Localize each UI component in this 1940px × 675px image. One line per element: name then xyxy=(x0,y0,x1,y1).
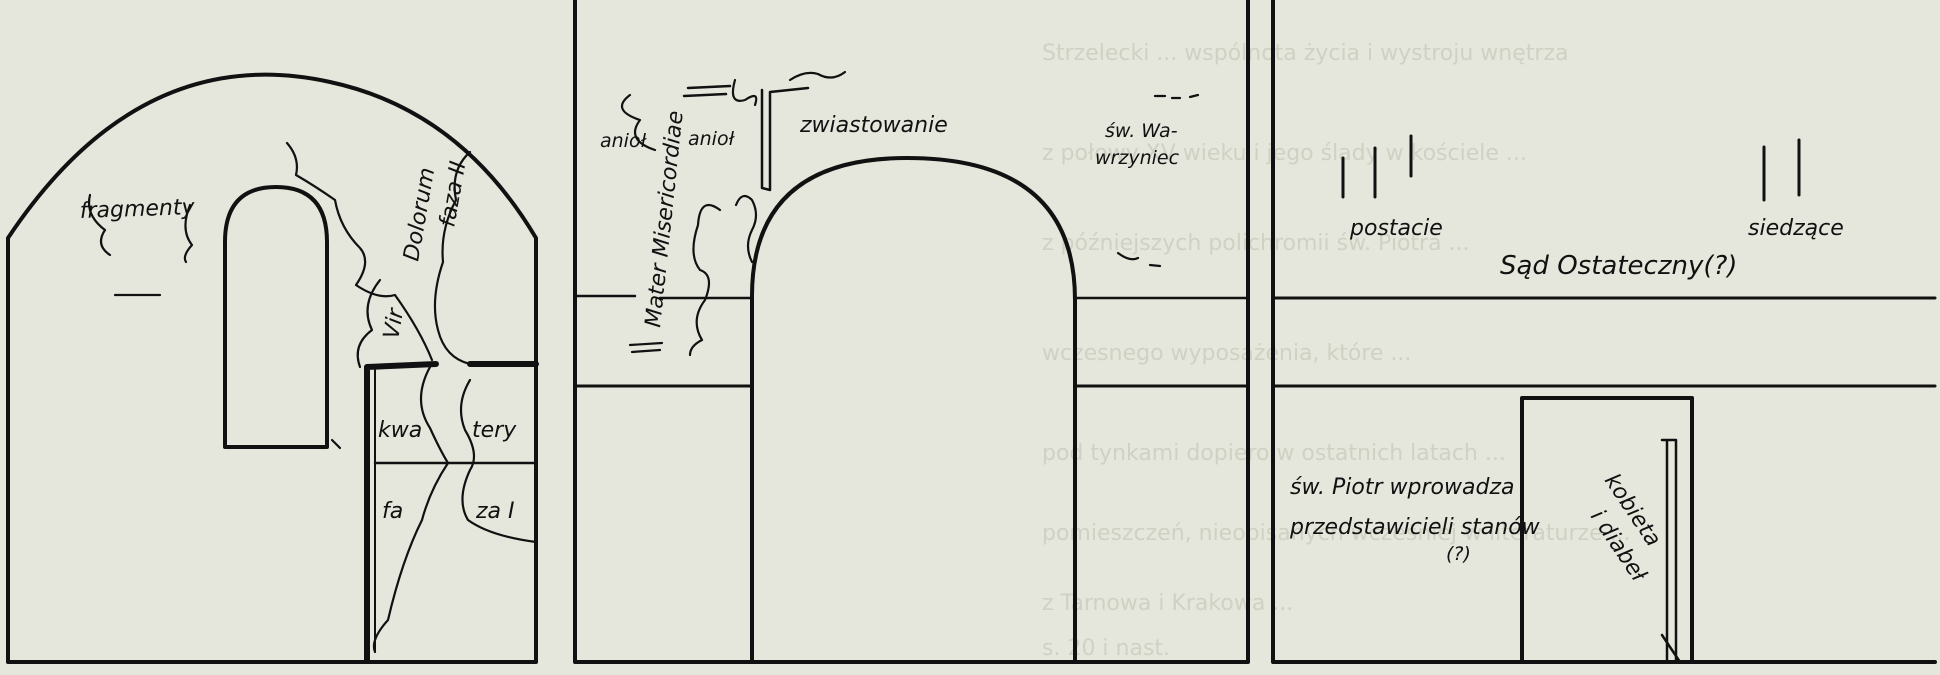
label-sw-wawrzyniec-2: wrzyniec xyxy=(1095,147,1180,169)
label-sw-piotr-3: (?) xyxy=(1446,543,1471,565)
loss-outline xyxy=(87,193,112,257)
label-aniol-2: anioł xyxy=(688,128,736,150)
window-opening xyxy=(223,185,329,449)
label-sw-piotr-1: św. Piotr wprowadza xyxy=(1290,475,1514,500)
loss-outline xyxy=(734,194,758,264)
label-za-i: za I xyxy=(475,499,515,524)
wall-outline xyxy=(573,0,1250,664)
label-postacie: postacie xyxy=(1349,216,1443,241)
panel-right xyxy=(1271,0,1937,664)
doorway-opening xyxy=(1520,396,1694,664)
door-frame-edge xyxy=(1660,438,1678,664)
label-sad-ostateczny: Sąd Ostateczny(?) xyxy=(1500,251,1737,281)
label-dolorum: Dolorum xyxy=(399,166,440,263)
label-mater-misericordiae: Mater Misericordiae xyxy=(641,110,689,329)
bg-line: Strzelecki ... wspólnota życia i wystroj… xyxy=(1042,41,1568,66)
wall-outline xyxy=(1271,0,1937,664)
label-kwa: kwa xyxy=(378,418,422,443)
bg-line: wczesnego wyposażenia, które ... xyxy=(1042,341,1411,366)
loss-outline xyxy=(459,378,538,544)
label-fa: fa xyxy=(382,499,403,524)
loss-outline xyxy=(330,438,342,450)
loss-outline xyxy=(731,78,758,107)
loss-outline xyxy=(372,365,450,654)
label-sw-piotr-2: przedstawicieli stanów xyxy=(1289,515,1541,540)
bg-line: pomieszczeń, nieopisanych wcześniej w li… xyxy=(1042,521,1631,546)
label-aniol-1: anioł xyxy=(600,130,648,152)
label-siedzace: siedzące xyxy=(1748,216,1844,241)
panel-left-labels: fragmenty Vir Dolorum faza II kwa tery f… xyxy=(79,159,517,524)
label-sw-wawrzyniec-1: św. Wa- xyxy=(1105,120,1178,142)
cornice-line-upper xyxy=(573,294,1250,300)
frame-ledge xyxy=(682,84,732,98)
arched-wall-outline xyxy=(6,72,538,664)
label-fragmenty: fragmenty xyxy=(79,195,196,224)
bg-line: z połowy XV wieku i jego ślady w kościel… xyxy=(1042,141,1527,166)
label-vir: Vir xyxy=(379,305,409,341)
label-tery: tery xyxy=(472,418,517,443)
bg-line: z późniejszych polichromii św. Piotra ..… xyxy=(1042,231,1470,256)
label-zwiastowanie: zwiastowanie xyxy=(799,113,948,138)
loss-outline xyxy=(628,341,664,354)
label-faza-ii: faza II xyxy=(435,159,471,229)
fragment-marks xyxy=(1116,93,1200,268)
loss-outline xyxy=(285,141,434,362)
figure-strokes xyxy=(1341,134,1801,202)
frame-corner xyxy=(760,86,810,192)
loss-outline xyxy=(356,278,382,369)
loss-outline xyxy=(788,70,847,82)
loss-outline xyxy=(183,203,194,264)
panel-left xyxy=(6,72,539,664)
bg-line: z Tarnowa i Krakowa ... xyxy=(1042,591,1293,616)
loss-outline xyxy=(620,93,657,152)
loss-outline xyxy=(433,150,472,366)
bg-line: s. 20 i nast. xyxy=(1042,636,1170,661)
panel-middle xyxy=(573,0,1250,664)
fresco-frame xyxy=(364,361,539,663)
loss-outline xyxy=(688,203,722,357)
arch-opening xyxy=(750,156,1077,664)
door-frame-edge xyxy=(1660,633,1682,664)
